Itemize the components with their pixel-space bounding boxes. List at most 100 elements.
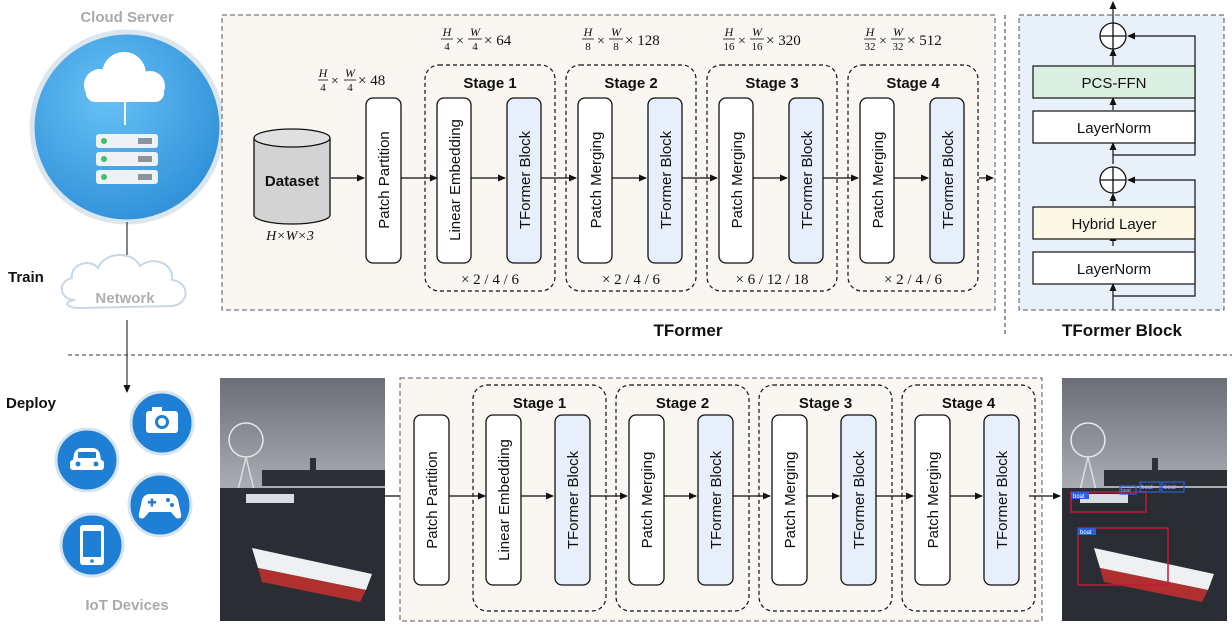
pcs-ffn-box xyxy=(1032,65,1196,99)
detection-box-boat-small-1 xyxy=(1139,481,1161,493)
pp-h: H xyxy=(318,66,329,80)
bottom-stage-block-label: TFormer Block xyxy=(851,450,868,549)
bottom-stage-block-box xyxy=(983,414,1020,586)
dim-w: W xyxy=(893,25,904,39)
bottom-stage-block-box xyxy=(554,414,591,586)
detection-label-0: boat xyxy=(1080,530,1092,536)
svg-text:×: × xyxy=(331,74,339,89)
add-top-icon xyxy=(1099,22,1127,50)
input-photo xyxy=(220,378,385,621)
top-stage-title: Stage 4 xyxy=(886,75,940,92)
top-stage-first-box xyxy=(718,97,754,264)
top-stage-repeat: × 2 / 4 / 6 xyxy=(884,272,943,288)
dim-hd: 16 xyxy=(724,41,736,53)
top-stage-frame xyxy=(565,64,697,292)
patch-partition-box xyxy=(365,97,402,264)
bottom-stage-first-box xyxy=(628,414,665,586)
network-cloud-icon xyxy=(60,254,187,310)
deploy-section: Patch Partition Stage 1 Linear Embedding T… xyxy=(220,377,1227,622)
iot-devices-label: IoT Devices xyxy=(85,597,168,614)
deploy-patch-partition-box xyxy=(413,414,450,586)
top-stage-first-box xyxy=(436,97,472,264)
top-stage-first-label: Patch Merging xyxy=(870,132,887,229)
top-stage-1: Stage 1 Linear Embedding TFormer Block × 2 … xyxy=(424,25,577,292)
dim-w: W xyxy=(611,25,622,39)
top-stage-frame xyxy=(424,64,556,292)
top-stage-block-box xyxy=(788,97,824,264)
output-photo xyxy=(1062,378,1227,621)
hybrid-layer-label: Hybrid Layer xyxy=(1071,216,1156,233)
detection-label-2: boat xyxy=(1141,485,1153,491)
pp-dim: × 48 xyxy=(358,73,385,89)
bottom-stage-first-label: Linear Embedding xyxy=(496,439,513,561)
dim-channels: × 320 xyxy=(766,33,801,49)
dataset-cylinder: Dataset xyxy=(253,128,331,225)
top-stage-block-box xyxy=(647,97,683,264)
network-label: Network xyxy=(95,290,155,307)
gamepad-device-icon xyxy=(127,472,193,538)
dim-hd: 4 xyxy=(444,41,450,53)
top-stage-title: Stage 3 xyxy=(745,75,798,92)
detection-label-1: boat xyxy=(1073,494,1085,500)
top-stage-block-label: TFormer Block xyxy=(658,130,675,229)
bottom-stage-4: Stage 4 Patch Merging TFormer Block xyxy=(901,384,1036,612)
tformer-block-section: PCS-FFN LayerNorm Hybrid Layer LayerNorm… xyxy=(1018,1,1225,340)
top-stage-frame xyxy=(847,64,979,292)
detection-box-boat-mid xyxy=(1070,491,1147,513)
top-stage-block-box xyxy=(506,97,542,264)
top-stage-dim-formula: H32×W32× 512 xyxy=(864,25,942,53)
top-stage-block-box xyxy=(929,97,965,264)
bottom-stage-frame xyxy=(472,384,607,612)
top-stage-dim-formula: H8×W8× 128 xyxy=(582,25,660,53)
top-stage-block-label: TFormer Block xyxy=(517,130,534,229)
bottom-stage-frame xyxy=(758,384,893,612)
patch-partition-label: Patch Partition xyxy=(376,131,393,229)
deploy-label: Deploy xyxy=(6,395,57,412)
bottom-stage-1: Stage 1 Linear Embedding TFormer Block xyxy=(472,384,628,612)
pp-hd: 4 xyxy=(320,82,326,94)
detection-box-ship-large xyxy=(1077,527,1169,586)
pp-dim-formula: H 4 × W 4 × 48 xyxy=(318,66,386,94)
bottom-stage-block-label: TFormer Block xyxy=(994,450,1011,549)
dim-w: W xyxy=(470,25,481,39)
dim-wd: 8 xyxy=(613,41,619,53)
detection-boxes: boat boat boat boat boat xyxy=(1070,481,1185,586)
top-stage-title: Stage 1 xyxy=(463,75,516,92)
deploy-patch-partition-label: Patch Partition xyxy=(424,451,441,549)
dim-times: × xyxy=(879,34,887,49)
dim-h: H xyxy=(865,25,876,39)
dim-channels: × 512 xyxy=(907,33,942,49)
dim-hd: 32 xyxy=(865,41,876,53)
bottom-stage-title: Stage 1 xyxy=(513,395,566,412)
bottom-stage-title: Stage 4 xyxy=(942,395,996,412)
dim-h: H xyxy=(583,25,594,39)
top-stage-first-box xyxy=(577,97,613,264)
car-device-icon xyxy=(54,427,120,493)
layernorm-bottom-label: LayerNorm xyxy=(1077,261,1151,278)
bottom-stage-block-box xyxy=(697,414,734,586)
bottom-stage-block-box xyxy=(840,414,877,586)
dim-channels: × 64 xyxy=(484,33,512,49)
top-stage-first-label: Patch Merging xyxy=(729,132,746,229)
dim-times: × xyxy=(738,34,746,49)
bottom-stage-first-box xyxy=(485,414,522,586)
bottom-stage-block-label: TFormer Block xyxy=(708,450,725,549)
top-stage-dim-formula: H16×W16× 320 xyxy=(723,25,801,53)
dataset-label: Dataset xyxy=(265,173,319,190)
top-stage-frame xyxy=(706,64,838,292)
bottom-stage-first-label: Patch Merging xyxy=(639,452,656,549)
bottom-stage-frame xyxy=(901,384,1036,612)
bottom-stage-block-label: TFormer Block xyxy=(565,450,582,549)
detection-label-3: boat xyxy=(1164,485,1176,491)
top-stage-repeat: × 2 / 4 / 6 xyxy=(461,272,520,288)
bottom-stage-first-label: Patch Merging xyxy=(925,452,942,549)
detection-box-boat-small-2 xyxy=(1161,481,1185,493)
top-stage-first-label: Linear Embedding xyxy=(447,119,464,241)
bottom-stage-first-box xyxy=(771,414,808,586)
camera-device-icon xyxy=(129,390,195,456)
cloud-server-label: Cloud Server xyxy=(80,9,174,26)
